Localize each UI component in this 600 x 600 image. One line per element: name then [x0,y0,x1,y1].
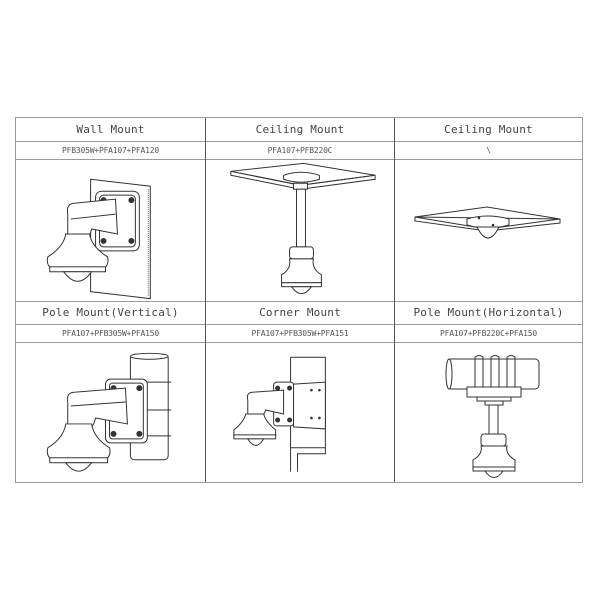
cell-model: \ [486,145,491,155]
camera-housing-icon [472,445,516,469]
cell-model: PFA107+PFB220C+PFA150 [440,328,537,338]
model-row-2: PFA107+PFB305W+PFA150 PFA107+PFB305W+PFA… [16,324,582,343]
cell-title: Corner Mount [259,306,341,319]
dome-camera-icon [246,438,265,446]
title-row-1: Wall Mount Ceiling Mount Ceiling Mount [16,118,582,142]
cell-title: Pole Mount(Vertical) [42,306,179,319]
corner-mount-drawing [206,342,395,482]
pole-icon [446,358,540,390]
pole-vertical-mount-drawing [16,342,206,482]
camera-housing-icon [281,258,322,284]
dome-camera-icon [290,286,313,295]
dome-camera-icon [476,226,500,239]
wall-mount-drawing [16,159,206,301]
pendant-pole-icon [296,188,306,248]
cell-title: Ceiling Mount [255,123,345,136]
dome-camera-icon [484,470,504,478]
model-row-1: PFB305W+PFA107+PFA120 PFA107+PFB220C \ [16,141,582,160]
camera-housing-icon [233,413,277,437]
illustration-row-2 [16,342,582,482]
ceiling-pendant-mount-drawing [206,159,395,301]
cell-model: PFA107+PFB220C [267,145,333,155]
title-row-2: Pole Mount(Vertical) Corner Mount Pole M… [16,301,582,325]
ceiling-flush-mount-drawing [395,159,582,301]
cell-title: Ceiling Mount [444,123,533,136]
cell-model: PFA107+PFB305W+PFA150 [62,328,159,338]
pole-horizontal-mount-drawing [395,342,582,482]
mount-options-table: Wall Mount Ceiling Mount Ceiling Mount P… [15,117,583,483]
cell-title: Pole Mount(Horizontal) [413,306,564,319]
cell-model: PFB305W+PFA107+PFA120 [62,145,159,155]
pendant-pole-icon [488,404,499,436]
illustration-row-1 [16,159,582,302]
camera-housing-icon [46,423,111,461]
cell-model: PFA107+PFB305W+PFA151 [251,328,349,338]
cell-title: Wall Mount [76,123,145,136]
dome-camera-icon [64,462,93,472]
dome-camera-icon [62,271,93,282]
corner-bracket-icon [293,381,326,430]
